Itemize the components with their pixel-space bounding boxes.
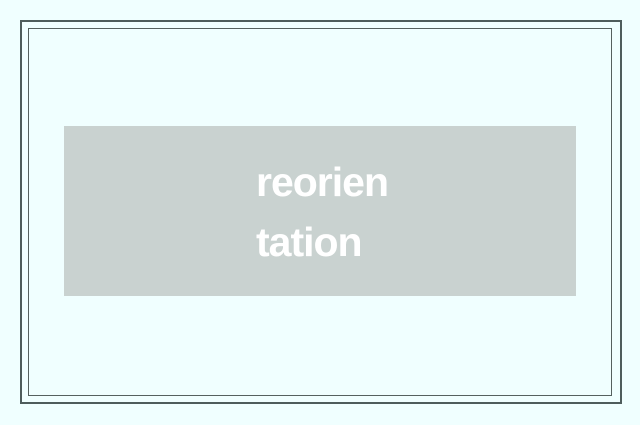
word-text: reorien tation (256, 152, 389, 272)
word-card: reorien tation (64, 126, 576, 296)
outer-border-frame (20, 20, 622, 404)
word-line-2: tation (256, 219, 363, 265)
word-line-1: reorien (256, 159, 389, 205)
inner-border-frame (28, 28, 612, 396)
